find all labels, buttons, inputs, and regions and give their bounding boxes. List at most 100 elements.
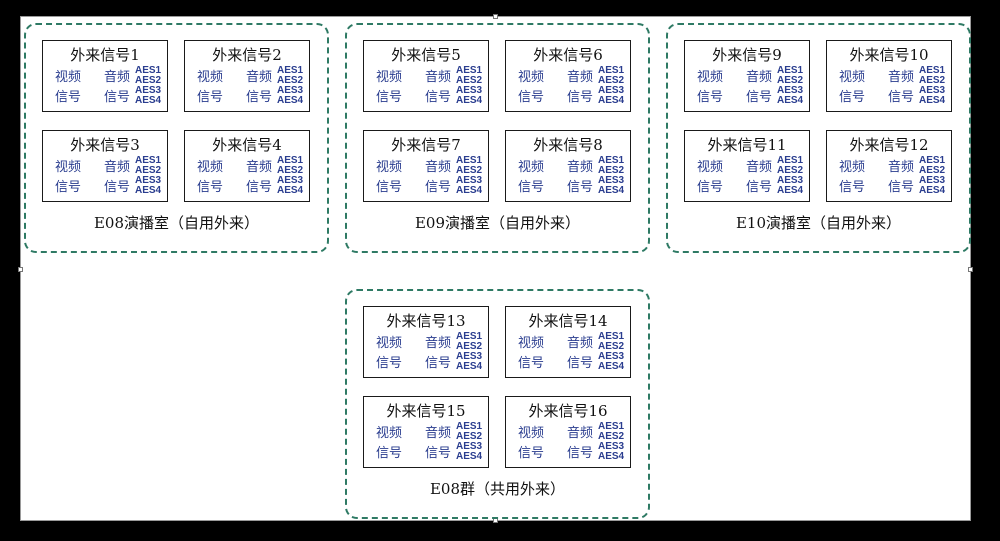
aes-channel-label: AES2 bbox=[598, 165, 625, 176]
audio-label: 音频 bbox=[104, 160, 131, 175]
aes-channel-label: AES1 bbox=[135, 65, 162, 76]
video-label: 视频 bbox=[518, 160, 545, 175]
audio-label: 信号 bbox=[567, 356, 594, 371]
audio-label: 信号 bbox=[888, 180, 915, 195]
aes-channel-label: AES3 bbox=[135, 175, 162, 186]
audio-label: 信号 bbox=[246, 180, 273, 195]
audio-label: 音频 bbox=[567, 70, 594, 85]
signal-title: 外来信号8 bbox=[533, 136, 603, 154]
aes-channel-label: AES3 bbox=[919, 85, 946, 96]
aes-channel-label: AES3 bbox=[919, 175, 946, 186]
audio-label: 信号 bbox=[567, 90, 594, 105]
signal-title: 外来信号12 bbox=[849, 136, 929, 154]
signal-title: 外来信号10 bbox=[849, 46, 929, 64]
video-label: 信号 bbox=[376, 180, 403, 195]
video-label: 信号 bbox=[839, 180, 866, 195]
aes-channel-label: AES4 bbox=[456, 185, 483, 196]
aes-channel-label: AES1 bbox=[135, 155, 162, 166]
audio-label: 音频 bbox=[104, 70, 131, 85]
audio-label: 信号 bbox=[425, 446, 452, 461]
resize-handle-left[interactable] bbox=[18, 267, 23, 272]
video-label: 视频 bbox=[197, 70, 224, 85]
aes-channel-label: AES3 bbox=[456, 175, 483, 186]
audio-label: 信号 bbox=[104, 180, 131, 195]
audio-label: 音频 bbox=[425, 426, 452, 441]
aes-channel-label: AES4 bbox=[598, 451, 625, 462]
aes-channel-label: AES4 bbox=[135, 185, 162, 196]
aes-channel-label: AES1 bbox=[919, 65, 946, 76]
video-label: 视频 bbox=[55, 160, 82, 175]
aes-channel-label: AES2 bbox=[135, 75, 162, 86]
aes-channel-label: AES2 bbox=[456, 165, 483, 176]
audio-label: 信号 bbox=[746, 90, 773, 105]
signal-title: 外来信号15 bbox=[386, 402, 466, 420]
video-label: 视频 bbox=[518, 70, 545, 85]
video-label: 信号 bbox=[697, 90, 724, 105]
signal-title: 外来信号6 bbox=[533, 46, 603, 64]
audio-label: 音频 bbox=[567, 160, 594, 175]
aes-channel-label: AES4 bbox=[456, 361, 483, 372]
aes-channel-label: AES2 bbox=[456, 431, 483, 442]
studio-group-label: E08演播室（自用外来） bbox=[93, 214, 260, 232]
signal-title: 外来信号13 bbox=[386, 312, 466, 330]
video-label: 视频 bbox=[376, 426, 403, 441]
signal-title: 外来信号5 bbox=[391, 46, 461, 64]
aes-channel-label: AES3 bbox=[277, 175, 304, 186]
video-label: 信号 bbox=[697, 180, 724, 195]
aes-channel-label: AES2 bbox=[777, 165, 804, 176]
audio-label: 信号 bbox=[746, 180, 773, 195]
aes-channel-label: AES1 bbox=[598, 421, 625, 432]
video-label: 视频 bbox=[697, 70, 724, 85]
audio-label: 信号 bbox=[888, 90, 915, 105]
audio-label: 信号 bbox=[425, 90, 452, 105]
aes-channel-label: AES1 bbox=[456, 331, 483, 342]
aes-channel-label: AES3 bbox=[777, 85, 804, 96]
signal-title: 外来信号1 bbox=[70, 46, 140, 64]
aes-channel-label: AES4 bbox=[777, 95, 804, 106]
audio-label: 音频 bbox=[888, 70, 915, 85]
aes-channel-label: AES4 bbox=[456, 95, 483, 106]
resize-handle-top[interactable] bbox=[493, 14, 498, 19]
video-label: 视频 bbox=[839, 160, 866, 175]
aes-channel-label: AES1 bbox=[919, 155, 946, 166]
signal-title: 外来信号14 bbox=[528, 312, 608, 330]
audio-label: 音频 bbox=[246, 70, 273, 85]
video-label: 信号 bbox=[376, 356, 403, 371]
aes-channel-label: AES1 bbox=[456, 155, 483, 166]
video-label: 视频 bbox=[518, 426, 545, 441]
video-label: 信号 bbox=[197, 180, 224, 195]
video-label: 视频 bbox=[518, 336, 545, 351]
aes-channel-label: AES3 bbox=[598, 85, 625, 96]
signal-title: 外来信号11 bbox=[707, 136, 787, 154]
resize-handle-right[interactable] bbox=[968, 267, 973, 272]
aes-channel-label: AES2 bbox=[277, 75, 304, 86]
aes-channel-label: AES1 bbox=[456, 421, 483, 432]
aes-channel-label: AES1 bbox=[598, 331, 625, 342]
audio-label: 音频 bbox=[246, 160, 273, 175]
video-label: 信号 bbox=[518, 356, 545, 371]
aes-channel-label: AES3 bbox=[777, 175, 804, 186]
video-label: 视频 bbox=[376, 336, 403, 351]
signal-title: 外来信号3 bbox=[70, 136, 140, 154]
aes-channel-label: AES4 bbox=[598, 185, 625, 196]
audio-label: 音频 bbox=[425, 70, 452, 85]
video-label: 视频 bbox=[197, 160, 224, 175]
video-label: 视频 bbox=[376, 70, 403, 85]
aes-channel-label: AES1 bbox=[777, 65, 804, 76]
aes-channel-label: AES2 bbox=[598, 75, 625, 86]
aes-channel-label: AES4 bbox=[919, 185, 946, 196]
aes-channel-label: AES2 bbox=[919, 75, 946, 86]
